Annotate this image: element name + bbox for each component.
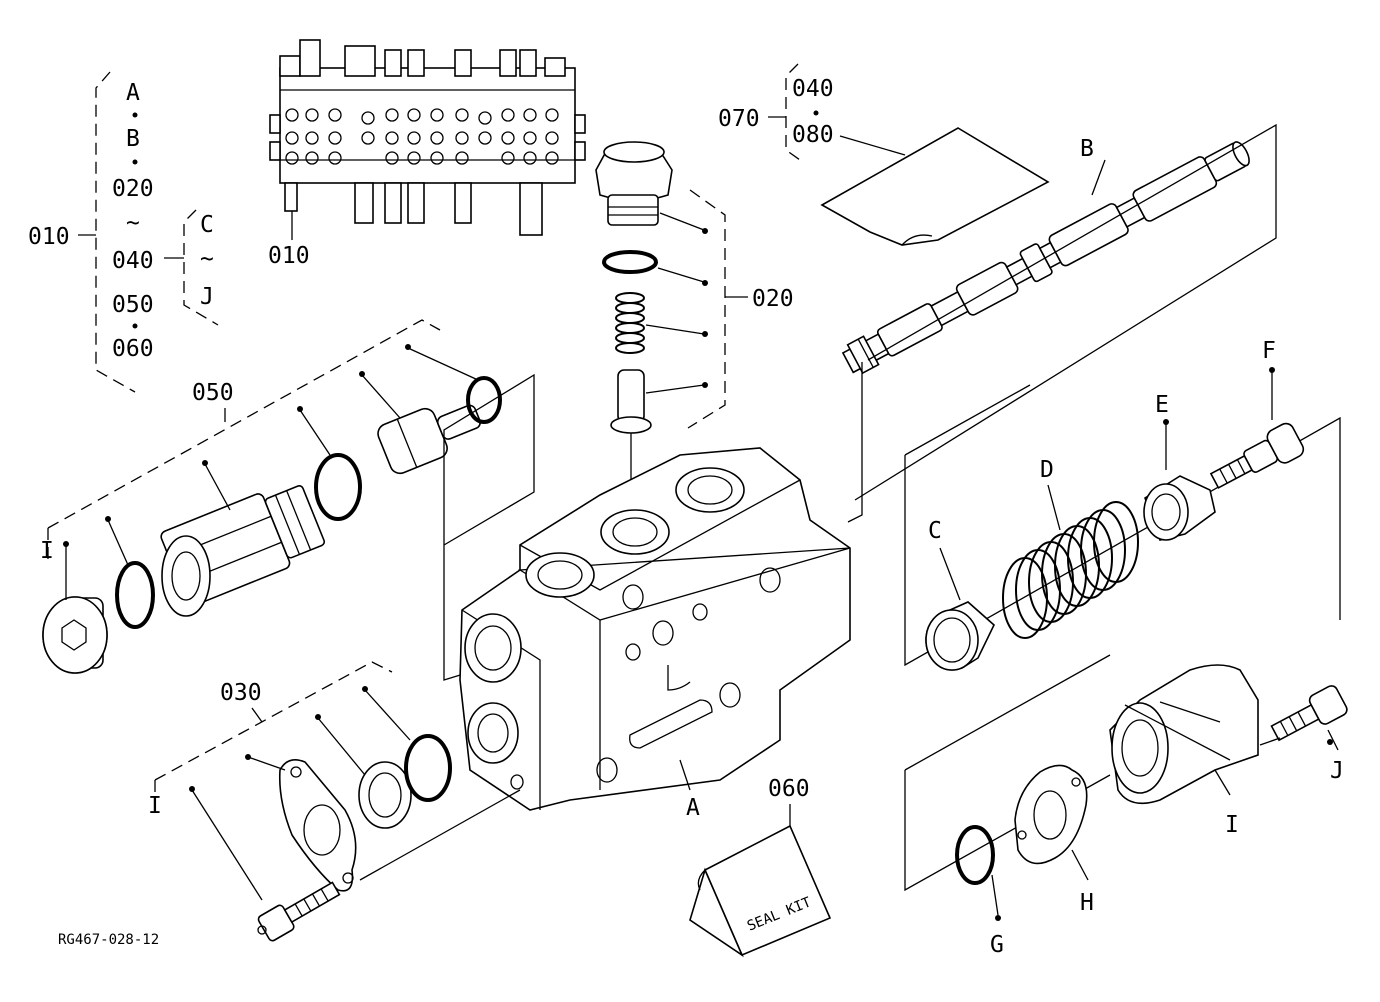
part-label-070: 070 [718,106,760,132]
label-set: 070 040 080 [718,63,1050,246]
part-label-020: 020 [752,286,794,312]
sublist-item-c: C [200,212,214,238]
list-item-020: 020 [112,176,154,202]
part-label-h: H [1080,890,1094,916]
list-item-b: B [126,126,140,152]
cap-set: G H I J [904,654,1348,958]
relief-valve-set: 020 [595,141,794,510]
part-label-i-left-2: I [148,793,162,819]
part-label-060: 060 [768,776,810,802]
control-valve-assembly: 010 [268,39,586,269]
part-label-e: E [1155,392,1169,418]
part-label-c: C [928,518,942,544]
assembly-list: A B 020 ~ 040 050 060 010 C ~ J [28,71,219,393]
part-label-010-left: 010 [28,224,70,250]
part-label-050: 050 [192,380,234,406]
list-item-tilde: ~ [126,210,140,236]
reference-code: RG467-028-12 [58,932,159,948]
sublist-item-j: J [200,284,214,310]
list-item-080: 080 [792,122,834,148]
part-label-010: 010 [268,243,310,269]
spool: B [841,123,1277,523]
port-cover-set: 030 I [148,661,521,942]
part-label-030: 030 [220,680,262,706]
part-label-f: F [1262,338,1276,364]
list-item-060: 060 [112,336,154,362]
part-label-b: B [1080,136,1094,162]
list-item-040-b: 040 [792,76,834,102]
part-label-i: I [1225,812,1239,838]
part-label-g: G [990,932,1004,958]
part-label-a: A [686,795,700,821]
valve-body: A [459,447,851,821]
check-valve-set: 050 I [40,319,535,681]
sublist-item-tilde: ~ [200,246,214,272]
part-label-i-left-1: I [40,538,54,564]
part-label-d: D [1040,457,1054,483]
seal-kit: 060 SEAL KIT [689,776,832,958]
part-label-j: J [1330,758,1344,784]
list-item-040: 040 [112,248,154,274]
list-item-a: A [126,80,140,106]
spring-set: C D E F [904,338,1341,671]
list-item-050: 050 [112,292,154,318]
